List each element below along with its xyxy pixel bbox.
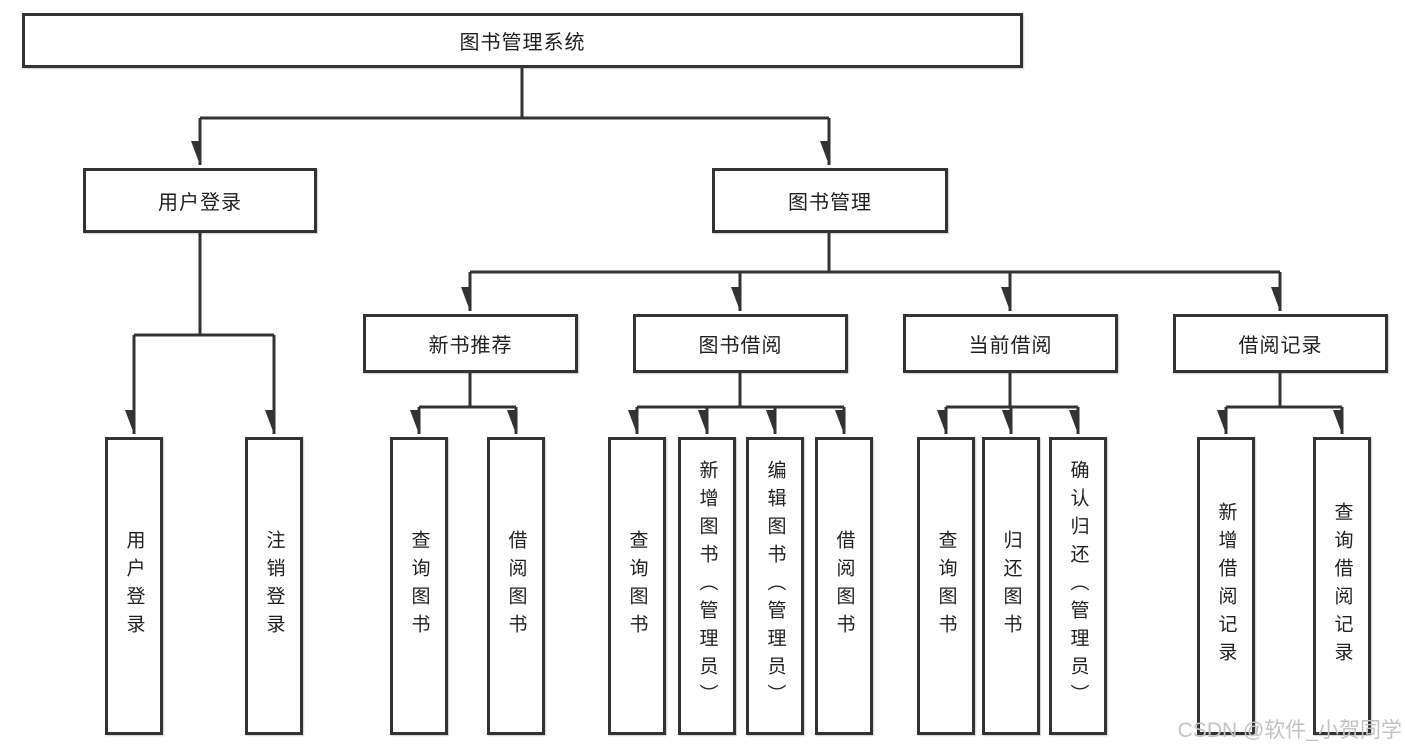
leaf-borrow-add-books-admin-label: 新增图书（管理员） bbox=[696, 460, 718, 712]
leaf-current-return-books: 归还图书 bbox=[982, 437, 1040, 735]
connector-group bbox=[134, 68, 1344, 434]
group-current-borrow: 当前借阅 bbox=[903, 314, 1118, 373]
group-book-borrow: 图书借阅 bbox=[633, 314, 848, 373]
leaf-recommend-query-books: 查询图书 bbox=[390, 437, 448, 735]
leaf-current-query-books-label: 查询图书 bbox=[935, 530, 957, 642]
leaf-records-add-record-label: 新增借阅记录 bbox=[1215, 502, 1237, 670]
leaf-records-query-record-label: 查询借阅记录 bbox=[1331, 502, 1353, 670]
leaf-borrow-query-books: 查询图书 bbox=[608, 437, 666, 735]
leaf-user-login-label: 用户登录 bbox=[123, 530, 145, 642]
leaf-recommend-query-books-label: 查询图书 bbox=[408, 530, 430, 642]
leaf-borrow-edit-books-admin-label: 编辑图书（管理员） bbox=[764, 460, 786, 712]
leaf-current-return-books-label: 归还图书 bbox=[1000, 530, 1022, 642]
leaf-borrow-query-books-label: 查询图书 bbox=[626, 530, 648, 642]
leaf-logout-label: 注销登录 bbox=[263, 530, 285, 642]
group-new-book-recommend: 新书推荐 bbox=[363, 314, 578, 373]
branch-user-login: 用户登录 bbox=[83, 168, 317, 233]
leaf-records-add-record: 新增借阅记录 bbox=[1197, 437, 1255, 735]
leaf-logout: 注销登录 bbox=[245, 437, 303, 735]
branch-book-management: 图书管理 bbox=[712, 168, 948, 233]
leaf-borrow-edit-books-admin: 编辑图书（管理员） bbox=[746, 437, 804, 735]
leaf-current-confirm-return-admin-label: 确认归还（管理员） bbox=[1067, 460, 1089, 712]
group-book-borrow-label: 图书借阅 bbox=[698, 335, 783, 357]
root-node-library-system: 图书管理系统 bbox=[22, 13, 1023, 68]
leaf-borrow-add-books-admin: 新增图书（管理员） bbox=[678, 437, 736, 735]
group-new-book-recommend-label: 新书推荐 bbox=[428, 335, 513, 357]
leaf-records-query-record: 查询借阅记录 bbox=[1313, 437, 1371, 735]
leaf-borrow-borrow-books-label: 借阅图书 bbox=[833, 530, 855, 642]
leaf-current-confirm-return-admin: 确认归还（管理员） bbox=[1049, 437, 1107, 735]
leaf-user-login: 用户登录 bbox=[105, 437, 163, 735]
group-borrow-records: 借阅记录 bbox=[1173, 314, 1388, 373]
leaf-borrow-borrow-books: 借阅图书 bbox=[815, 437, 873, 735]
root-node-label: 图书管理系统 bbox=[459, 32, 586, 54]
leaf-recommend-borrow-books-label: 借阅图书 bbox=[505, 530, 527, 642]
branch-book-management-label: 图书管理 bbox=[788, 192, 872, 214]
branch-user-login-label: 用户登录 bbox=[158, 192, 242, 214]
group-borrow-records-label: 借阅记录 bbox=[1238, 335, 1323, 357]
leaf-recommend-borrow-books: 借阅图书 bbox=[487, 437, 545, 735]
csdn-watermark: CSDN @软件_小贺同学 bbox=[1177, 719, 1402, 742]
leaf-current-query-books: 查询图书 bbox=[917, 437, 975, 735]
group-current-borrow-label: 当前借阅 bbox=[968, 335, 1053, 357]
